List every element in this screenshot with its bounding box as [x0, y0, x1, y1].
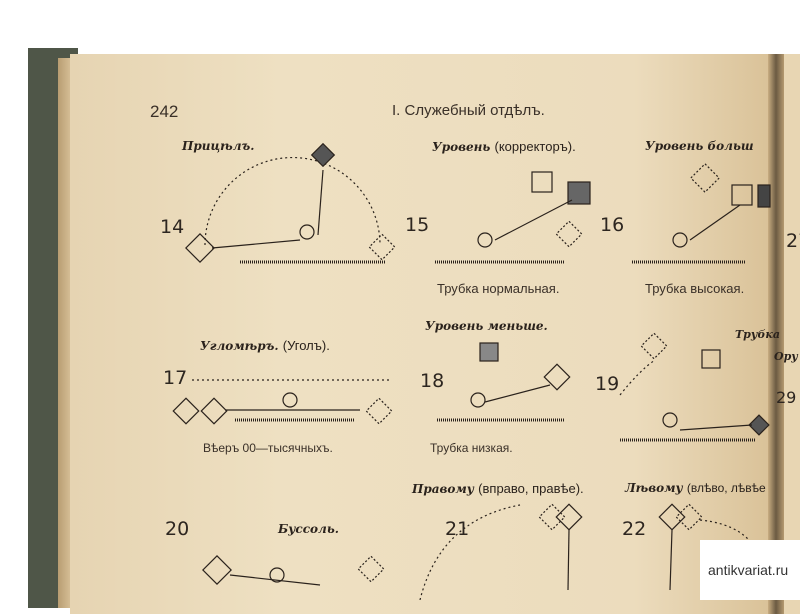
- signal-caption: Трубка высокая.: [645, 281, 745, 296]
- figure-19: [619, 332, 770, 442]
- signal-title: Буссоль.: [278, 522, 339, 536]
- signal-number: 17: [163, 367, 188, 389]
- signal-title: Лѣвому (влѣво, лѣвѣе: [625, 481, 766, 495]
- figure-22: [658, 503, 761, 591]
- book-gutter: [768, 54, 784, 614]
- signal-caption: Трубка нормальная.: [437, 281, 560, 296]
- signal-number: 18: [420, 370, 445, 392]
- signal-caption: Вѣеръ 00—тысячныхъ.: [203, 441, 333, 455]
- signal-illustrations: [172, 142, 771, 600]
- signal-title: Уровень больш: [645, 139, 754, 153]
- figure-21: [419, 503, 583, 600]
- signal-number: 19: [595, 373, 620, 395]
- figure-20: [202, 555, 385, 586]
- signal-number: 22: [622, 518, 647, 540]
- signal-number: 20: [165, 518, 190, 540]
- signal-title: Трубка: [735, 328, 780, 341]
- page-number: 242: [150, 102, 179, 121]
- figure-17: [172, 379, 393, 425]
- watermark: antikvariat.ru: [700, 540, 800, 600]
- signal-number: 16: [600, 214, 625, 236]
- signal-title: Уровень (корректоръ).: [432, 139, 576, 154]
- signal-title: Правому (вправо, правѣе).: [412, 481, 584, 496]
- signal-title: Угломѣръ. (Уголъ).: [200, 338, 330, 353]
- figure-14: [185, 142, 396, 264]
- page-header-title: I. Служебный отдѣлъ.: [392, 102, 545, 119]
- signal-number: 14: [160, 216, 185, 238]
- figure-15: [435, 171, 591, 264]
- figure-18: [437, 342, 571, 422]
- figure-16: [632, 163, 771, 264]
- signal-number: 29: [776, 388, 797, 407]
- signal-number: 15: [405, 214, 430, 236]
- signal-number: 27: [786, 230, 800, 252]
- signal-number: 21: [445, 518, 470, 540]
- watermark-text: antikvariat.ru: [708, 562, 789, 578]
- page-edges: [58, 58, 72, 608]
- signal-caption: Трубка низкая.: [430, 441, 513, 455]
- signal-title: Прицѣлъ.: [182, 139, 255, 153]
- signal-title: Уровень меньше.: [425, 319, 548, 333]
- right-page: [784, 54, 800, 614]
- book-page: [70, 54, 775, 614]
- signal-title: Ору: [774, 350, 798, 363]
